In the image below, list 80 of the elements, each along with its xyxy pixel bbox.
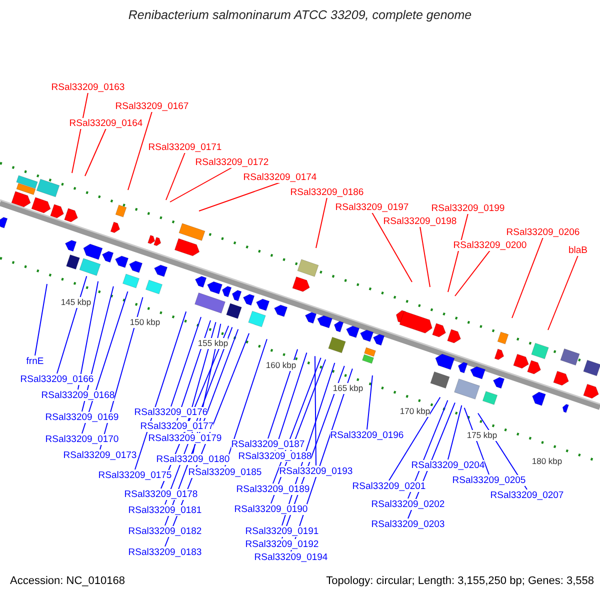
gene-label: RSal33209_0194 bbox=[254, 552, 328, 562]
gene-label: RSal33209_0192 bbox=[245, 538, 319, 550]
gene-label: RSal33209_0186 bbox=[290, 186, 364, 198]
leader-line bbox=[268, 348, 298, 439]
gene-label: RSal33209_0174 bbox=[243, 172, 317, 182]
gene-label: RSal33209_0198 bbox=[383, 216, 457, 226]
scale-label: 145 kbp bbox=[60, 297, 92, 308]
gene-label: RSal33209_0205 bbox=[452, 474, 526, 486]
gene-label: RSal33209_0203 bbox=[371, 518, 445, 530]
leader-line bbox=[420, 226, 430, 288]
gene-label: RSal33209_0197 bbox=[335, 202, 409, 212]
leader-line bbox=[372, 212, 412, 282]
leader-line bbox=[314, 356, 316, 466]
gene-label: RSal33209_0166 bbox=[20, 374, 94, 384]
leader-line bbox=[388, 396, 441, 481]
footer-text: Accession: NC_010168 bbox=[10, 576, 125, 587]
scale-label: 180 kbp bbox=[532, 456, 562, 467]
gene-label: RSal33209_0206 bbox=[506, 226, 580, 238]
leader-line bbox=[128, 111, 152, 190]
scale-label: 160 kbp bbox=[266, 360, 296, 371]
gene-label: RSal33209_0190 bbox=[234, 504, 308, 514]
gene-label: RSal33209_0181 bbox=[128, 504, 202, 516]
gene-label: RSal33209_0176 bbox=[134, 406, 208, 418]
leader-line bbox=[78, 280, 99, 390]
footer-text: Topology: circular; Length: 3,155,250 bp; Genes: 3,558 bbox=[326, 576, 594, 587]
gene-label: RSal33209_0168 bbox=[41, 390, 115, 400]
leader-line bbox=[84, 128, 106, 176]
gene-label: RSal33209_0201 bbox=[352, 480, 426, 492]
leader-line bbox=[170, 316, 202, 407]
gene-label: RSal33209_0178 bbox=[124, 488, 198, 500]
leader-line bbox=[366, 374, 373, 430]
gene-label: RSal33209_0173 bbox=[63, 450, 137, 460]
leader-line bbox=[316, 197, 328, 248]
scale-label: 155 kbp bbox=[198, 338, 228, 349]
leader-line bbox=[464, 407, 490, 475]
gene-label: RSal33209_0183 bbox=[128, 546, 202, 558]
leader-line bbox=[548, 255, 578, 330]
gene-label: RSal33209_0196 bbox=[330, 430, 404, 440]
gene-label: RSal33209_0200 bbox=[453, 240, 527, 250]
scale-label: 165 kbp bbox=[332, 383, 364, 394]
gene-label: RSal33209_0169 bbox=[45, 412, 119, 422]
gene-label: RSal33209_0189 bbox=[236, 484, 310, 494]
gene-label: RSal33209_0167 bbox=[115, 100, 189, 112]
leader-line bbox=[72, 92, 88, 174]
leader-line bbox=[134, 311, 187, 470]
scale-label: 170 kbp bbox=[400, 406, 430, 417]
leader-line bbox=[56, 276, 88, 374]
gene-label: RSal33209_0191 bbox=[245, 526, 319, 536]
scale-label: 150 kbp bbox=[130, 317, 160, 328]
leader-line bbox=[34, 284, 48, 356]
gene-label: RSal33209_0182 bbox=[128, 526, 202, 536]
gene-label: RSal33209_0187 bbox=[231, 438, 305, 450]
leader-line bbox=[454, 250, 490, 296]
gene-label: RSal33209_0177 bbox=[140, 420, 214, 432]
gene-label: RSal33209_0199 bbox=[431, 202, 505, 214]
gene-label: RSal33209_0172 bbox=[195, 156, 269, 168]
leader-line bbox=[274, 352, 308, 451]
gene-label: RSal33209_0164 bbox=[69, 118, 143, 128]
gene-label: RSal33209_0185 bbox=[188, 466, 262, 478]
gene-label: RSal33209_0171 bbox=[148, 142, 222, 152]
gene-label: RSal33209_0202 bbox=[371, 498, 445, 510]
gene-label: RSal33209_0180 bbox=[156, 454, 230, 464]
leader-line bbox=[198, 182, 280, 212]
gene-label: RSal33209_0193 bbox=[279, 466, 353, 476]
diagram-title: Renibacterium salmoninarum ATCC 33209, complete genome bbox=[128, 10, 472, 21]
leader-line bbox=[224, 338, 268, 467]
leader-line bbox=[166, 152, 186, 200]
gene-label: blaB bbox=[568, 244, 588, 256]
gene-label: RSal33209_0163 bbox=[51, 82, 125, 92]
gene-label: RSal33209_0204 bbox=[411, 460, 485, 470]
gene-label: RSal33209_0179 bbox=[148, 432, 222, 444]
leader-line bbox=[170, 167, 232, 202]
scale-label: 175 kbp bbox=[466, 430, 498, 441]
gene-label: RSal33209_0207 bbox=[490, 490, 564, 500]
gene-label: RSal33209_0170 bbox=[45, 434, 119, 444]
leader-line bbox=[512, 237, 544, 318]
gene-label: RSal33209_0175 bbox=[98, 470, 172, 480]
gene-label: RSal33209_0188 bbox=[238, 450, 312, 462]
gene-label: frnE bbox=[26, 356, 44, 366]
leader-line bbox=[448, 404, 462, 460]
